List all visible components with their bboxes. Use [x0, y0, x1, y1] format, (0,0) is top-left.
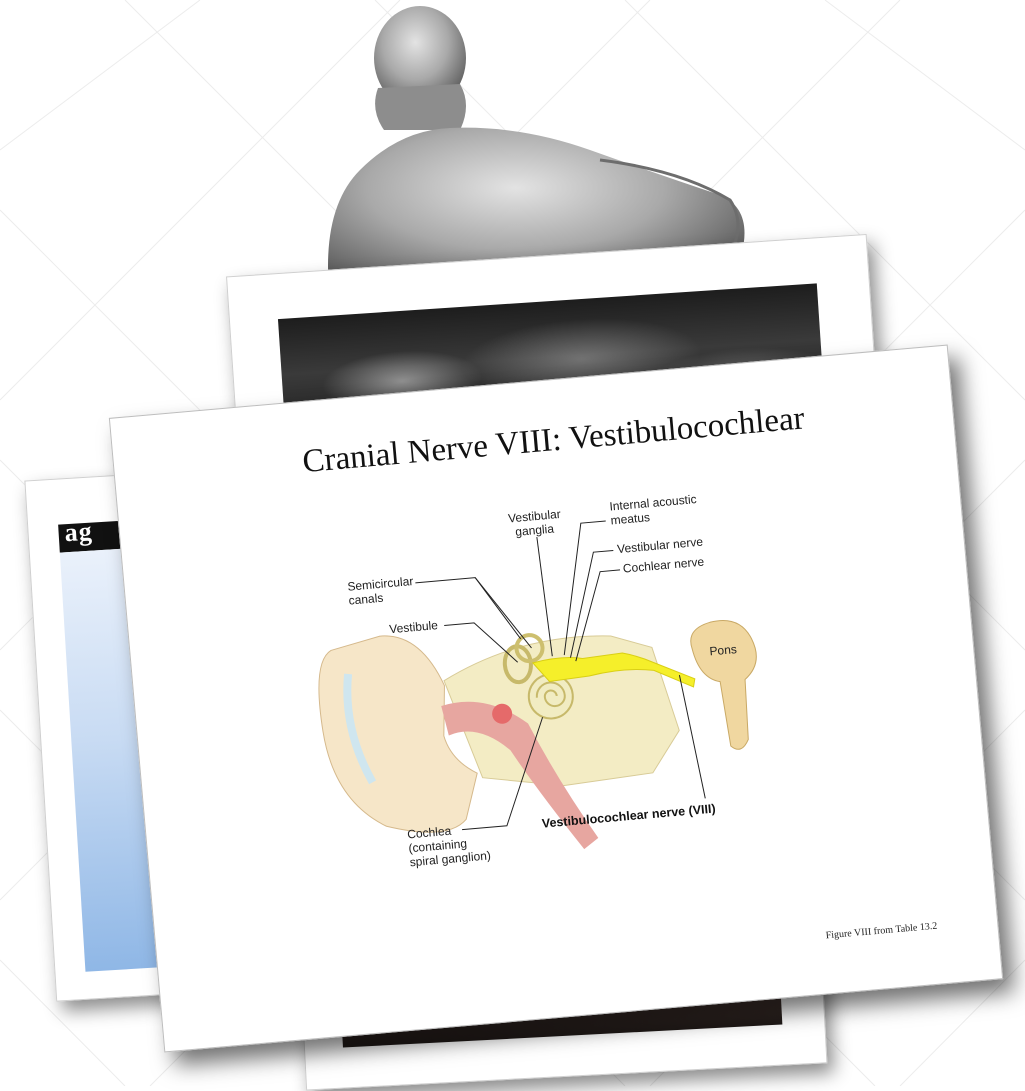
back-slide-heading-fragment: ag	[64, 517, 94, 549]
label-internal-acoustic-2: meatus	[610, 510, 650, 527]
label-vestibular-ganglia-2: ganglia	[515, 522, 555, 539]
label-cochlear-nerve: Cochlear nerve	[622, 555, 705, 576]
ear-anatomy-diagram: Vestibular ganglia Internal acoustic mea…	[278, 459, 833, 923]
outer-ear	[314, 629, 482, 841]
main-slide: Cranial Nerve VIII: Vestibulocochlear	[109, 345, 1003, 1053]
label-semicircular-2: canals	[348, 591, 384, 608]
label-vestibular-nerve: Vestibular nerve	[617, 535, 704, 556]
label-vestibule: Vestibule	[389, 618, 439, 636]
label-pons: Pons	[709, 642, 737, 658]
figure-caption: Figure VIII from Table 13.2	[825, 921, 938, 942]
label-internal-acoustic-1: Internal acoustic	[609, 492, 697, 514]
pons	[689, 618, 764, 753]
